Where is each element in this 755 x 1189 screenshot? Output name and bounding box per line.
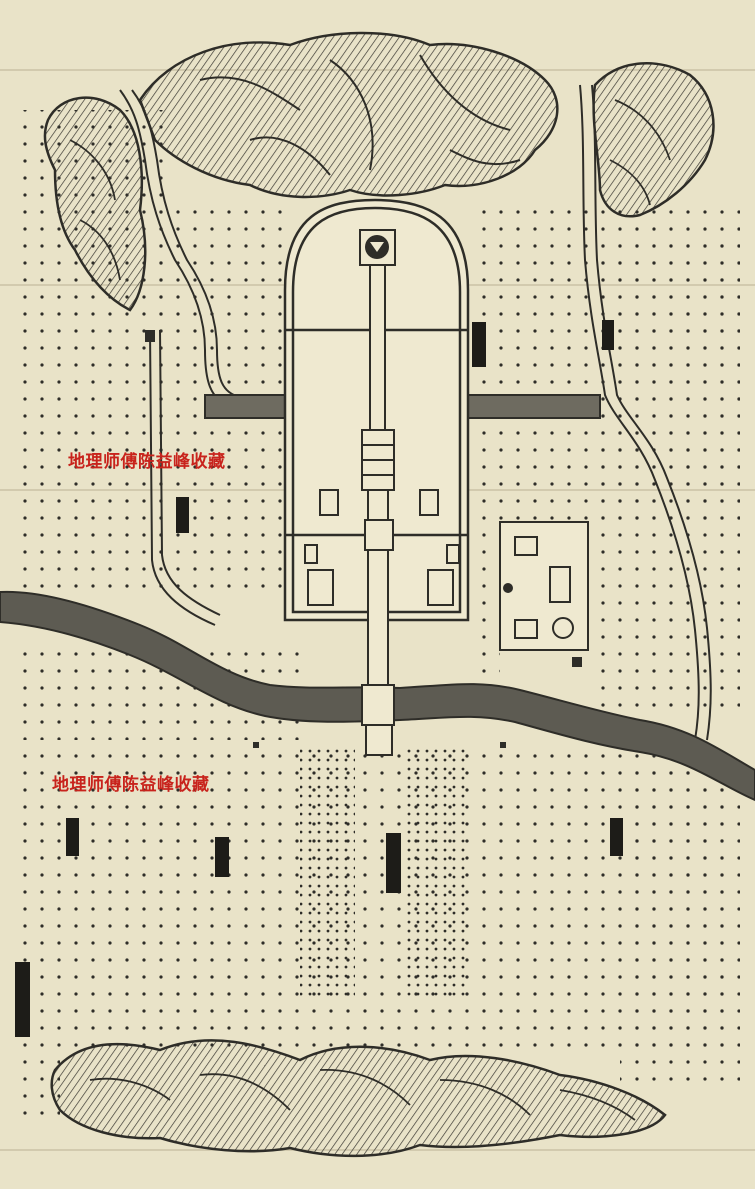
marker-bars: [15, 320, 623, 1037]
mountains-northwest: [43, 96, 147, 312]
stream-west: [119, 89, 241, 626]
compound-buildings: [304, 489, 460, 606]
side-compound: [499, 521, 589, 667]
collector-watermark: 地理师傅陈益峰收藏: [68, 452, 226, 472]
mountains-north: [138, 31, 559, 199]
spirit-way: [361, 264, 395, 756]
rockery-south: [50, 1039, 667, 1158]
collector-watermark: 地理师傅陈益峰收藏: [52, 775, 210, 795]
stream-east: [579, 84, 712, 741]
small-markers: [145, 330, 506, 748]
tomb-stele: [359, 229, 396, 266]
mountains-northeast: [592, 62, 715, 218]
